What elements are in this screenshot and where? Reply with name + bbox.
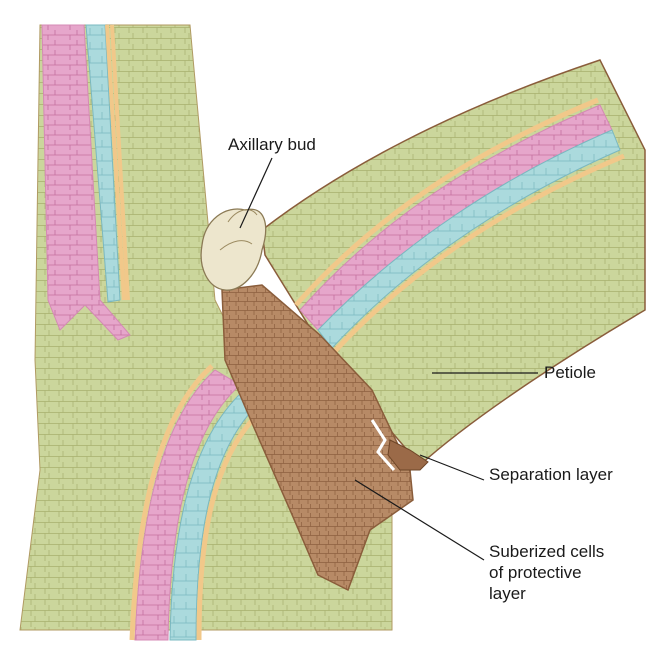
leader-separation-layer <box>420 455 484 480</box>
label-suberized-cells: Suberized cells of protective layer <box>489 541 604 604</box>
label-separation-layer: Separation layer <box>489 464 613 485</box>
axillary-bud <box>201 209 266 290</box>
label-axillary-bud: Axillary bud <box>228 134 316 155</box>
label-petiole: Petiole <box>544 362 596 383</box>
